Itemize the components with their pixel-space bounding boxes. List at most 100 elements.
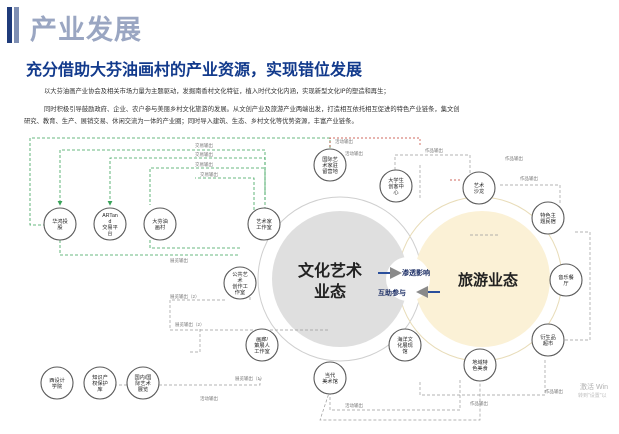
slide-subtitle: 充分借助大芬油画村的产业资源，实现错位发展 — [26, 60, 363, 79]
node-label: 超市 — [543, 339, 553, 347]
edge-label-e12: 展览输出（1） — [235, 375, 265, 382]
node-label: 展览 — [138, 385, 148, 393]
node-label: 画廊/ — [256, 335, 268, 343]
node-label: 题民宿 — [540, 217, 556, 225]
paragraph-3: 研究、教育、生产、展销交易、休闲交流为一体的产业圈；同时导入建筑、生态、乡村文化… — [24, 118, 358, 125]
title-accent-bar — [7, 7, 12, 43]
edge-label-e14: 活动输出 — [200, 395, 218, 402]
node-circle — [531, 201, 565, 235]
core-label-culture-line2: 业态 — [314, 282, 346, 301]
node-label: 术 — [237, 276, 242, 284]
node-label: 华鸿投 — [52, 217, 68, 225]
edge-label-e9: 活动输出 — [345, 150, 363, 157]
node-circle — [126, 366, 160, 400]
node-circle — [143, 207, 177, 241]
edge-label-e10: 展览输出 — [170, 257, 188, 264]
trade-output-links — [29, 137, 331, 256]
node-label: 工作室 — [254, 347, 270, 355]
arrow-influence-label: 渗透影响 — [402, 268, 430, 277]
exhibition-output-links — [99, 154, 591, 421]
node-circle — [223, 266, 257, 300]
node-label: 留营地 — [322, 167, 338, 175]
node-label: 公共艺 — [232, 270, 248, 278]
node-circle — [43, 207, 77, 241]
windows-activation-watermark: 激活 Win — [580, 384, 608, 391]
node-circle — [379, 169, 413, 203]
node-label: 心 — [393, 189, 398, 196]
node-label: 当代 — [325, 371, 336, 379]
node-label: 衍生品 — [540, 333, 556, 341]
node-circle — [93, 207, 127, 241]
node-label: 音乐餐 — [558, 273, 574, 281]
edge-label-e5: 活动输出 — [335, 138, 353, 145]
node-label: 权保护 — [92, 379, 108, 387]
node-label: 化展现 — [397, 341, 413, 349]
activity-output-links — [329, 137, 460, 181]
node-label: 艺术 — [474, 181, 484, 189]
node-circle — [531, 323, 565, 357]
node-label: 西设计 — [49, 376, 65, 384]
node-label: 地域特 — [472, 358, 488, 366]
node-circle — [388, 328, 422, 362]
node-label: 厅 — [563, 280, 568, 287]
node-label: 大学生 — [388, 176, 404, 184]
edge-label-e11: 展览输出（2） — [175, 321, 205, 328]
node-label: 海洋文 — [397, 335, 413, 343]
node-label: 创客中 — [388, 182, 404, 190]
node-label: d — [109, 219, 112, 225]
node-circle — [40, 366, 74, 400]
title-accent-bar-light — [14, 7, 19, 43]
node-circle — [549, 263, 583, 297]
node-label: 作室 — [235, 288, 245, 296]
core-label-tourism: 旅游业态 — [458, 271, 518, 289]
node-label: 知识产 — [92, 373, 108, 381]
node-label: 国内/国 — [134, 373, 151, 381]
node-circle — [245, 328, 279, 362]
slide-title: 产业发展 — [30, 15, 142, 46]
node-label: 特色主 — [540, 211, 556, 219]
node-label: 股 — [57, 224, 62, 231]
node-label: 交易平 — [102, 223, 118, 231]
edge-label-e3: 交易输出 — [195, 161, 213, 168]
node-label: 画村 — [155, 223, 165, 231]
node-label: ARTan — [102, 213, 118, 219]
paragraph-1: 以大芬油画产业协会及相关市场力量为主题驱动，发掘南香村文化特征，植入时代文化内涵… — [44, 88, 390, 95]
node-label: 馆 — [402, 347, 407, 355]
node-circle — [462, 171, 496, 205]
node-label: 美术馆 — [322, 377, 338, 385]
edge-label-e1: 交易输出 — [195, 142, 213, 149]
node-label: 国际艺 — [322, 155, 338, 163]
node-label: 艺术家 — [256, 217, 272, 225]
node-circle — [247, 207, 281, 241]
node-circle — [463, 348, 497, 382]
node-label: 库 — [97, 385, 102, 393]
core-circle-tourism — [414, 211, 550, 347]
arrow-participation-label: 互助参与 — [378, 288, 406, 297]
node-circle — [313, 361, 347, 395]
node-label: 学院 — [52, 382, 63, 390]
core-label-culture-line1: 文化艺术 — [298, 261, 362, 280]
node-label: 工作室 — [256, 223, 272, 231]
windows-activation-watermark-sub: 转到"设置"以 — [578, 393, 607, 399]
node-label: 策展人 — [254, 341, 270, 349]
edge-label-e17: 作品输出 — [545, 388, 563, 395]
node-label: 创作工 — [232, 282, 248, 290]
edge-label-e7: 作品输出 — [505, 155, 523, 162]
node-label: 色美食 — [472, 364, 488, 372]
